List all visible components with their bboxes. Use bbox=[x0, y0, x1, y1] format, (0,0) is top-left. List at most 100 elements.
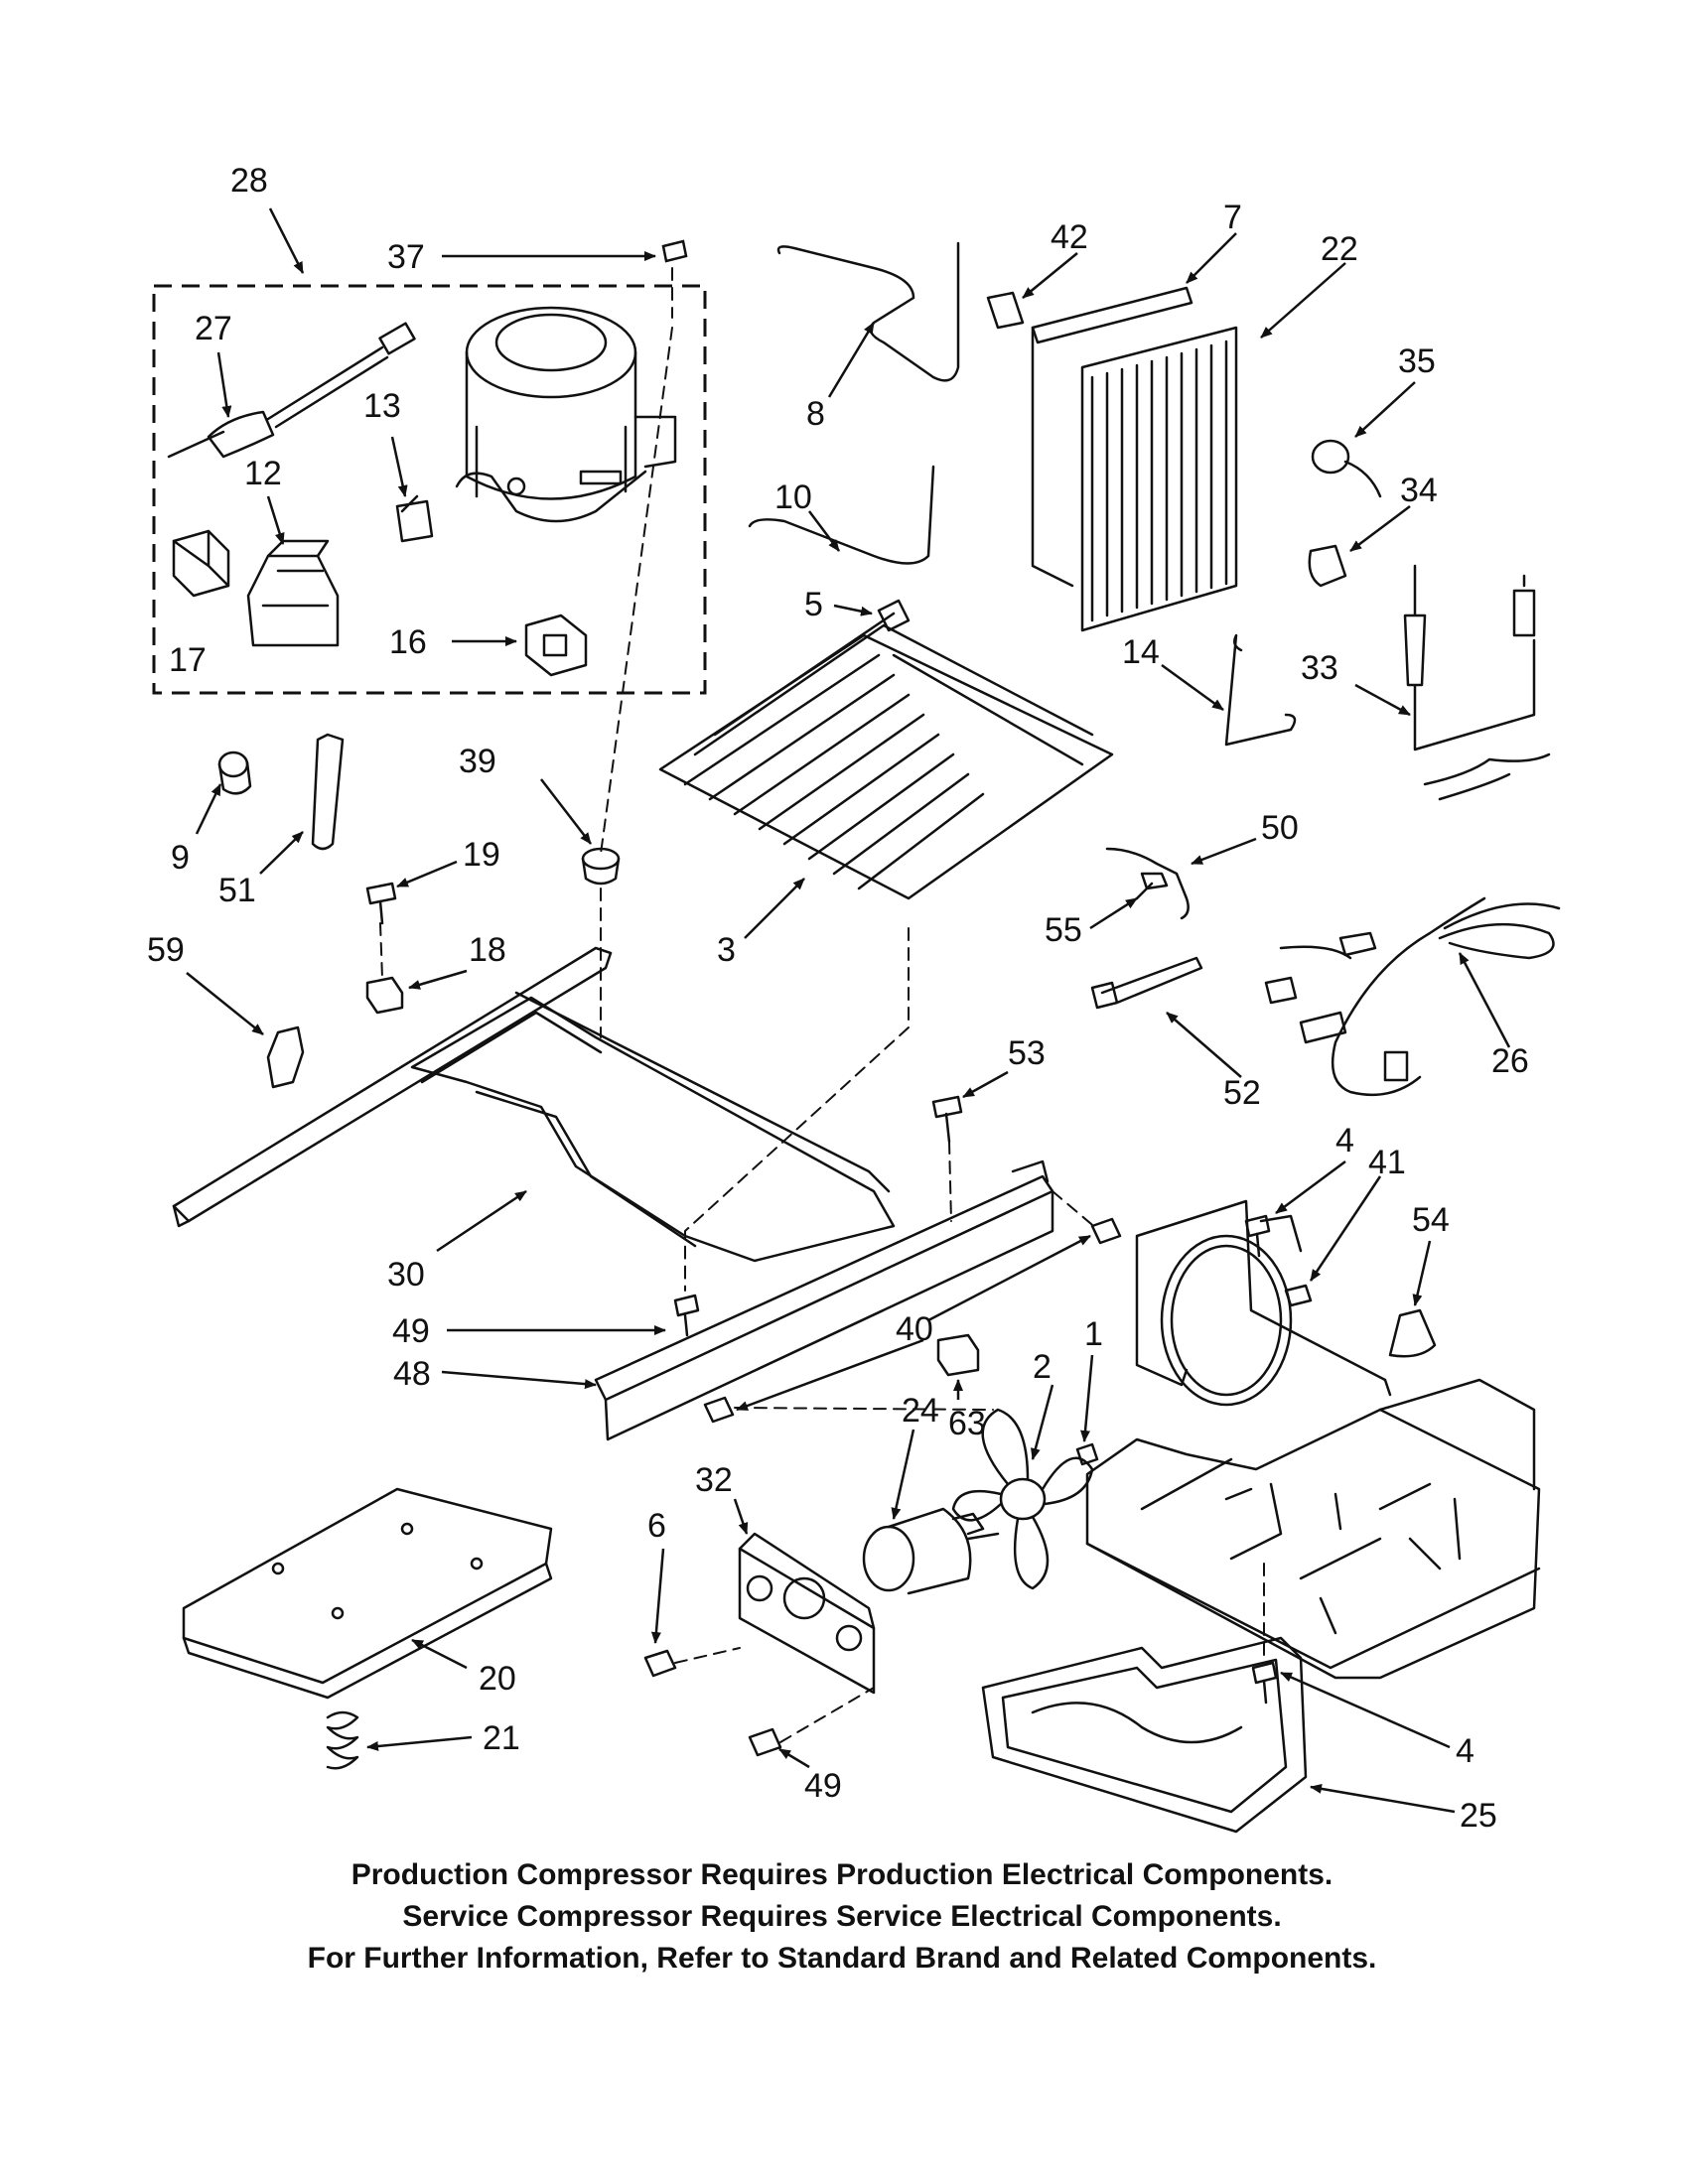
callout-2: 2 bbox=[1033, 1348, 1052, 1386]
callout-7: 7 bbox=[1223, 199, 1242, 236]
callout-48: 48 bbox=[393, 1355, 431, 1393]
callout-33: 33 bbox=[1301, 649, 1338, 687]
callout-49: 49 bbox=[392, 1312, 430, 1350]
spring-icon bbox=[326, 1710, 359, 1770]
callout-12: 12 bbox=[244, 455, 282, 492]
leader-35 bbox=[1354, 381, 1416, 438]
screw-40a-icon bbox=[1090, 1217, 1122, 1245]
callout-17: 17 bbox=[169, 641, 207, 679]
leader-24 bbox=[891, 1429, 915, 1520]
leader-5 bbox=[833, 604, 873, 616]
callout-19: 19 bbox=[463, 836, 500, 874]
callout-1: 1 bbox=[1084, 1315, 1103, 1353]
callout-37: 37 bbox=[387, 238, 425, 276]
condenser-icon bbox=[1031, 286, 1238, 632]
callout-27: 27 bbox=[195, 310, 232, 347]
leader-9 bbox=[195, 783, 222, 835]
leader-52 bbox=[1166, 1012, 1242, 1078]
fan-motor-icon bbox=[862, 1507, 1000, 1595]
callout-28: 28 bbox=[230, 162, 268, 200]
leader-54 bbox=[1412, 1240, 1432, 1306]
power-cord-icon bbox=[1264, 896, 1561, 1097]
callout-53: 53 bbox=[1008, 1034, 1046, 1072]
clip-42-icon bbox=[986, 291, 1025, 330]
footnote-line-2: Service Compressor Requires Service Elec… bbox=[402, 1900, 1282, 1933]
callout-39: 39 bbox=[459, 743, 496, 780]
tube-10-icon bbox=[748, 465, 935, 565]
wire-nut-icon bbox=[1388, 1308, 1437, 1358]
bracket-59-icon bbox=[266, 1025, 305, 1089]
callout-4: 4 bbox=[1335, 1122, 1354, 1160]
footnote-block: Production Compressor Requires Productio… bbox=[0, 1854, 1684, 1979]
leader-59 bbox=[186, 972, 264, 1035]
thermistor-icon bbox=[1311, 439, 1382, 498]
leader-50 bbox=[1191, 837, 1257, 866]
callout-50: 50 bbox=[1261, 809, 1299, 847]
nut-63-icon bbox=[936, 1333, 980, 1377]
callout-25: 25 bbox=[1460, 1797, 1497, 1835]
leader-18 bbox=[408, 969, 468, 990]
overload-icon bbox=[172, 529, 230, 598]
screw-40b-icon bbox=[703, 1396, 735, 1424]
leader-6 bbox=[650, 1548, 665, 1644]
clip-icon bbox=[395, 494, 434, 543]
leader-14 bbox=[1161, 663, 1224, 712]
cap-icon bbox=[524, 614, 588, 677]
callout-22: 22 bbox=[1321, 230, 1358, 268]
wire-14-icon bbox=[1224, 633, 1297, 747]
bracket-50-icon bbox=[1105, 847, 1190, 920]
front-rail-icon bbox=[594, 1160, 1054, 1441]
leader-8 bbox=[827, 322, 876, 398]
leader-32 bbox=[733, 1498, 749, 1535]
leader-40b bbox=[736, 1338, 924, 1412]
callout-34: 34 bbox=[1400, 472, 1438, 509]
callout-42: 42 bbox=[1051, 218, 1088, 256]
leader-53 bbox=[962, 1070, 1009, 1099]
callout-9: 9 bbox=[171, 839, 190, 877]
leader-41 bbox=[1309, 1175, 1382, 1282]
clip-34-icon bbox=[1308, 544, 1347, 588]
plug-9-icon bbox=[217, 751, 252, 795]
footnote-line-3: For Further Information, Refer to Standa… bbox=[307, 1942, 1377, 1975]
callout-32: 32 bbox=[695, 1461, 733, 1499]
callout-21: 21 bbox=[483, 1719, 520, 1757]
leader-48 bbox=[441, 1370, 597, 1390]
screw-4a-icon bbox=[1244, 1214, 1271, 1258]
screw-49b-icon bbox=[748, 1727, 782, 1757]
leader-19 bbox=[396, 860, 458, 888]
screw-4b-icon bbox=[1251, 1661, 1278, 1705]
callout-54: 54 bbox=[1412, 1201, 1450, 1239]
screw-53-icon bbox=[931, 1095, 963, 1144]
leader-20 bbox=[411, 1638, 468, 1670]
leader-28 bbox=[268, 207, 305, 274]
callout-14: 14 bbox=[1122, 633, 1160, 671]
callout-10: 10 bbox=[774, 478, 812, 516]
leader-40a bbox=[927, 1234, 1091, 1322]
callout-18: 18 bbox=[469, 931, 506, 969]
callout-52: 52 bbox=[1223, 1074, 1261, 1112]
leader-3 bbox=[744, 878, 805, 939]
callout-40: 40 bbox=[896, 1310, 933, 1348]
leader-21 bbox=[366, 1735, 473, 1751]
callout-55: 55 bbox=[1045, 911, 1082, 949]
callout-49b: 49 bbox=[804, 1767, 842, 1805]
base-rail-assembly bbox=[172, 946, 896, 1263]
screw-55-icon bbox=[1135, 872, 1169, 900]
callout-3: 3 bbox=[717, 931, 736, 969]
leader-25 bbox=[1310, 1783, 1456, 1814]
leader-7 bbox=[1186, 232, 1237, 284]
callout-4b: 4 bbox=[1456, 1732, 1474, 1770]
leader-55 bbox=[1089, 896, 1138, 930]
clip-5-icon bbox=[877, 599, 911, 632]
cover-plate-icon bbox=[182, 1487, 553, 1700]
callout-6: 6 bbox=[647, 1507, 666, 1545]
tube-icon bbox=[776, 241, 960, 382]
leader-22 bbox=[1260, 262, 1346, 339]
clip-41-icon bbox=[1284, 1284, 1313, 1307]
leader-33 bbox=[1354, 683, 1411, 717]
start-relay-icon bbox=[246, 539, 340, 647]
nut-18-icon bbox=[365, 976, 404, 1015]
leader-4b bbox=[1280, 1671, 1451, 1749]
evaporator-icon bbox=[658, 612, 1114, 900]
leader-49b bbox=[778, 1747, 810, 1769]
